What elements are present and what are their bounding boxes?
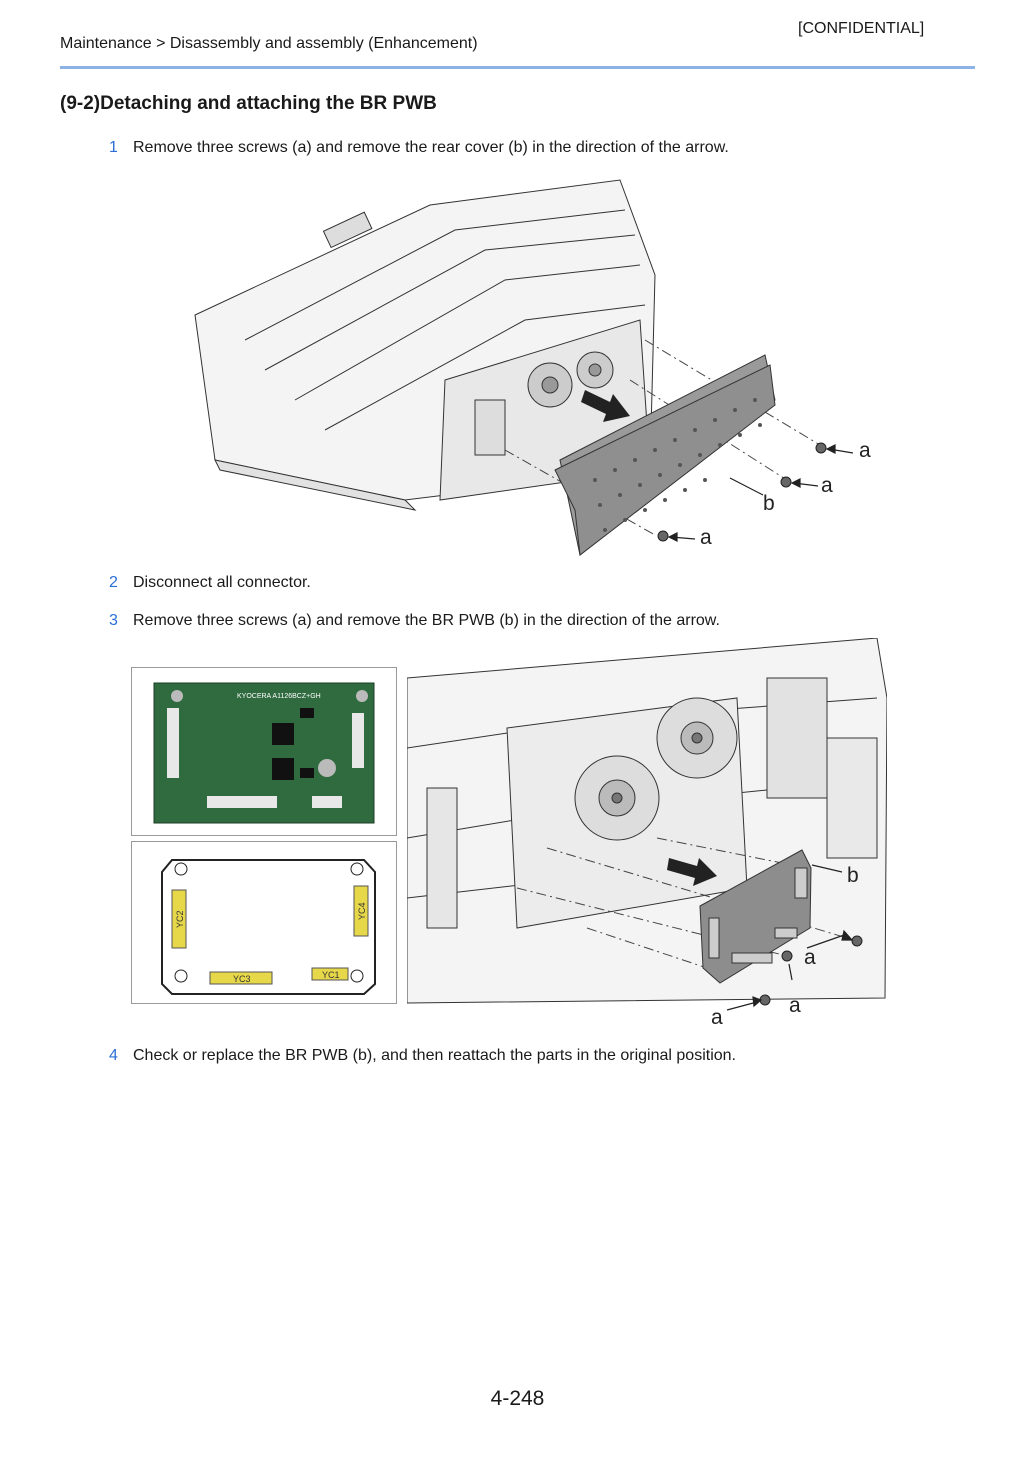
- connector-label: YC4: [357, 902, 367, 920]
- connector-label: YC1: [322, 970, 340, 980]
- callout-a: a: [821, 474, 833, 497]
- step-text: Disconnect all connector.: [133, 574, 311, 591]
- breadcrumb: Maintenance > Disassembly and assembly (…: [60, 35, 478, 52]
- callout-a: a: [859, 439, 871, 462]
- br-pwb-illustration: b a a a: [407, 638, 887, 1029]
- callout-a: a: [700, 526, 712, 549]
- board-photo: KYOCERA A1126BCZ+GH: [153, 682, 375, 824]
- callout-b: b: [847, 864, 859, 887]
- callout-b: b: [763, 492, 775, 515]
- cover-holes: [593, 398, 762, 532]
- page-number: 4-248: [490, 1387, 545, 1410]
- board-photo-frame: KYOCERA A1126BCZ+GH: [131, 667, 397, 836]
- confidential-label: [CONFIDENTIAL]: [798, 20, 925, 37]
- step-text: Remove three screws (a) and remove the r…: [133, 139, 729, 156]
- step-2: 2 Disconnect all connector.: [109, 574, 311, 592]
- header-divider: [60, 66, 975, 69]
- step-text: Remove three screws (a) and remove the B…: [133, 612, 720, 629]
- direction-arrow: [581, 390, 630, 422]
- board-diagram: YC2 YC4 YC3 YC1: [161, 859, 376, 995]
- section-title: (9-2)Detaching and attaching the BR PWB: [60, 93, 437, 114]
- callout-a: a: [711, 1006, 723, 1029]
- step-number: 1: [109, 139, 118, 156]
- step-1: 1 Remove three screws (a) and remove the…: [109, 139, 729, 157]
- direction-arrow: [667, 858, 717, 886]
- connector-label: YC2: [175, 910, 185, 928]
- step-text: Check or replace the BR PWB (b), and the…: [133, 1047, 736, 1064]
- board-silkscreen: KYOCERA A1126BCZ+GH: [237, 693, 321, 700]
- callout-a: a: [789, 994, 801, 1017]
- callout-a: a: [804, 946, 816, 969]
- step-number: 2: [109, 574, 118, 591]
- board-diagram-frame: YC2 YC4 YC3 YC1: [131, 841, 397, 1004]
- step-4: 4 Check or replace the BR PWB (b), and t…: [109, 1047, 736, 1065]
- step-number: 4: [109, 1047, 118, 1064]
- step-number: 3: [109, 612, 118, 629]
- step-3: 3 Remove three screws (a) and remove the…: [109, 612, 720, 630]
- rear-cover-illustration: a a b a: [194, 179, 871, 556]
- connector-label: YC3: [233, 974, 251, 984]
